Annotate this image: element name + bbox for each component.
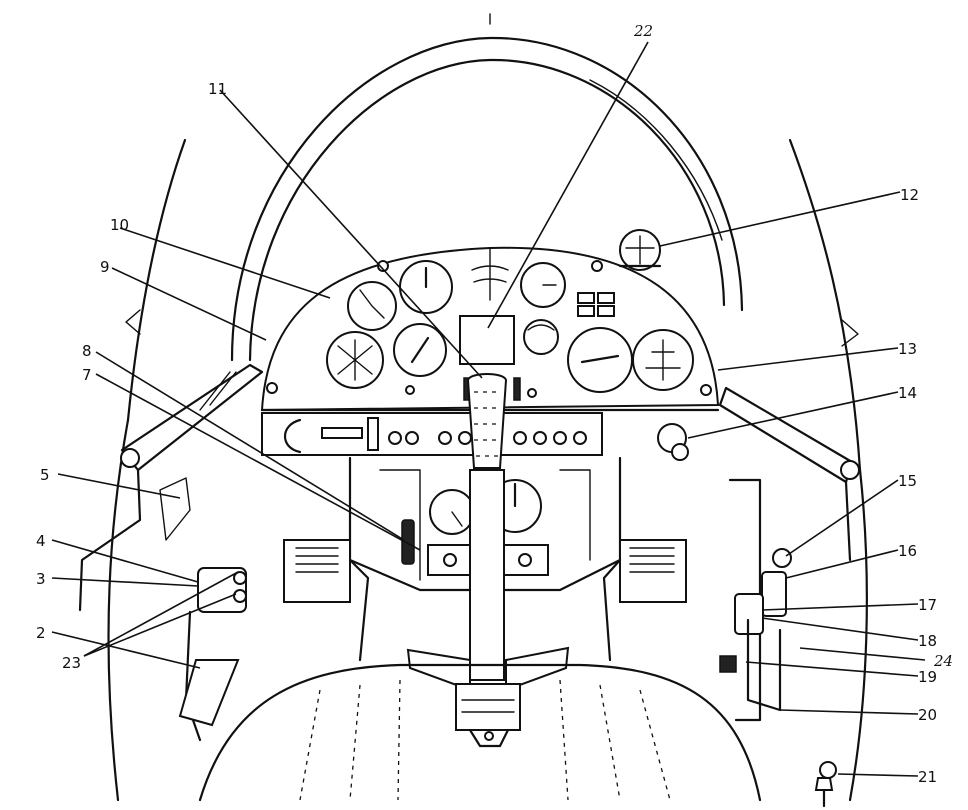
callout-14: 14 — [898, 384, 917, 402]
leader-lines — [51, 41, 926, 777]
control-stick — [406, 373, 570, 748]
callout-21: 21 — [918, 768, 937, 786]
callout-24: 24 — [933, 652, 953, 670]
callout-3: 3 — [36, 570, 46, 588]
callout-20: 20 — [918, 706, 937, 724]
callout-10: 10 — [110, 216, 129, 234]
compass-unit — [618, 229, 662, 271]
callout-2: 2 — [36, 624, 46, 642]
canopy-frame — [230, 13, 744, 362]
pilot-seat — [198, 663, 762, 802]
callout-19: 19 — [918, 668, 937, 686]
callout-13: 13 — [898, 340, 917, 358]
callout-9: 9 — [100, 258, 110, 276]
left-cockpit-rail — [78, 363, 264, 612]
callout-22: 22 — [633, 22, 653, 40]
callout-16: 16 — [898, 542, 917, 560]
switch-panel — [261, 412, 689, 461]
callout-8: 8 — [82, 342, 92, 360]
callout-11: 11 — [208, 80, 227, 98]
callout-15: 15 — [898, 472, 917, 490]
right-side-controls — [719, 478, 837, 808]
callout-17: 17 — [918, 596, 937, 614]
instrument-panel — [260, 246, 720, 412]
callout-18: 18 — [918, 632, 937, 650]
right-cockpit-rail — [718, 386, 860, 562]
rudder-pedals — [283, 539, 687, 662]
callout-labels: 11 22 12 10 9 8 7 13 14 5 4 3 2 23 15 16… — [36, 22, 953, 786]
callout-5: 5 — [40, 466, 50, 484]
callout-23: 23 — [62, 654, 81, 672]
left-side-controls — [159, 477, 415, 742]
callout-7: 7 — [82, 366, 92, 384]
callout-4: 4 — [36, 532, 46, 550]
callout-12: 12 — [900, 186, 919, 204]
